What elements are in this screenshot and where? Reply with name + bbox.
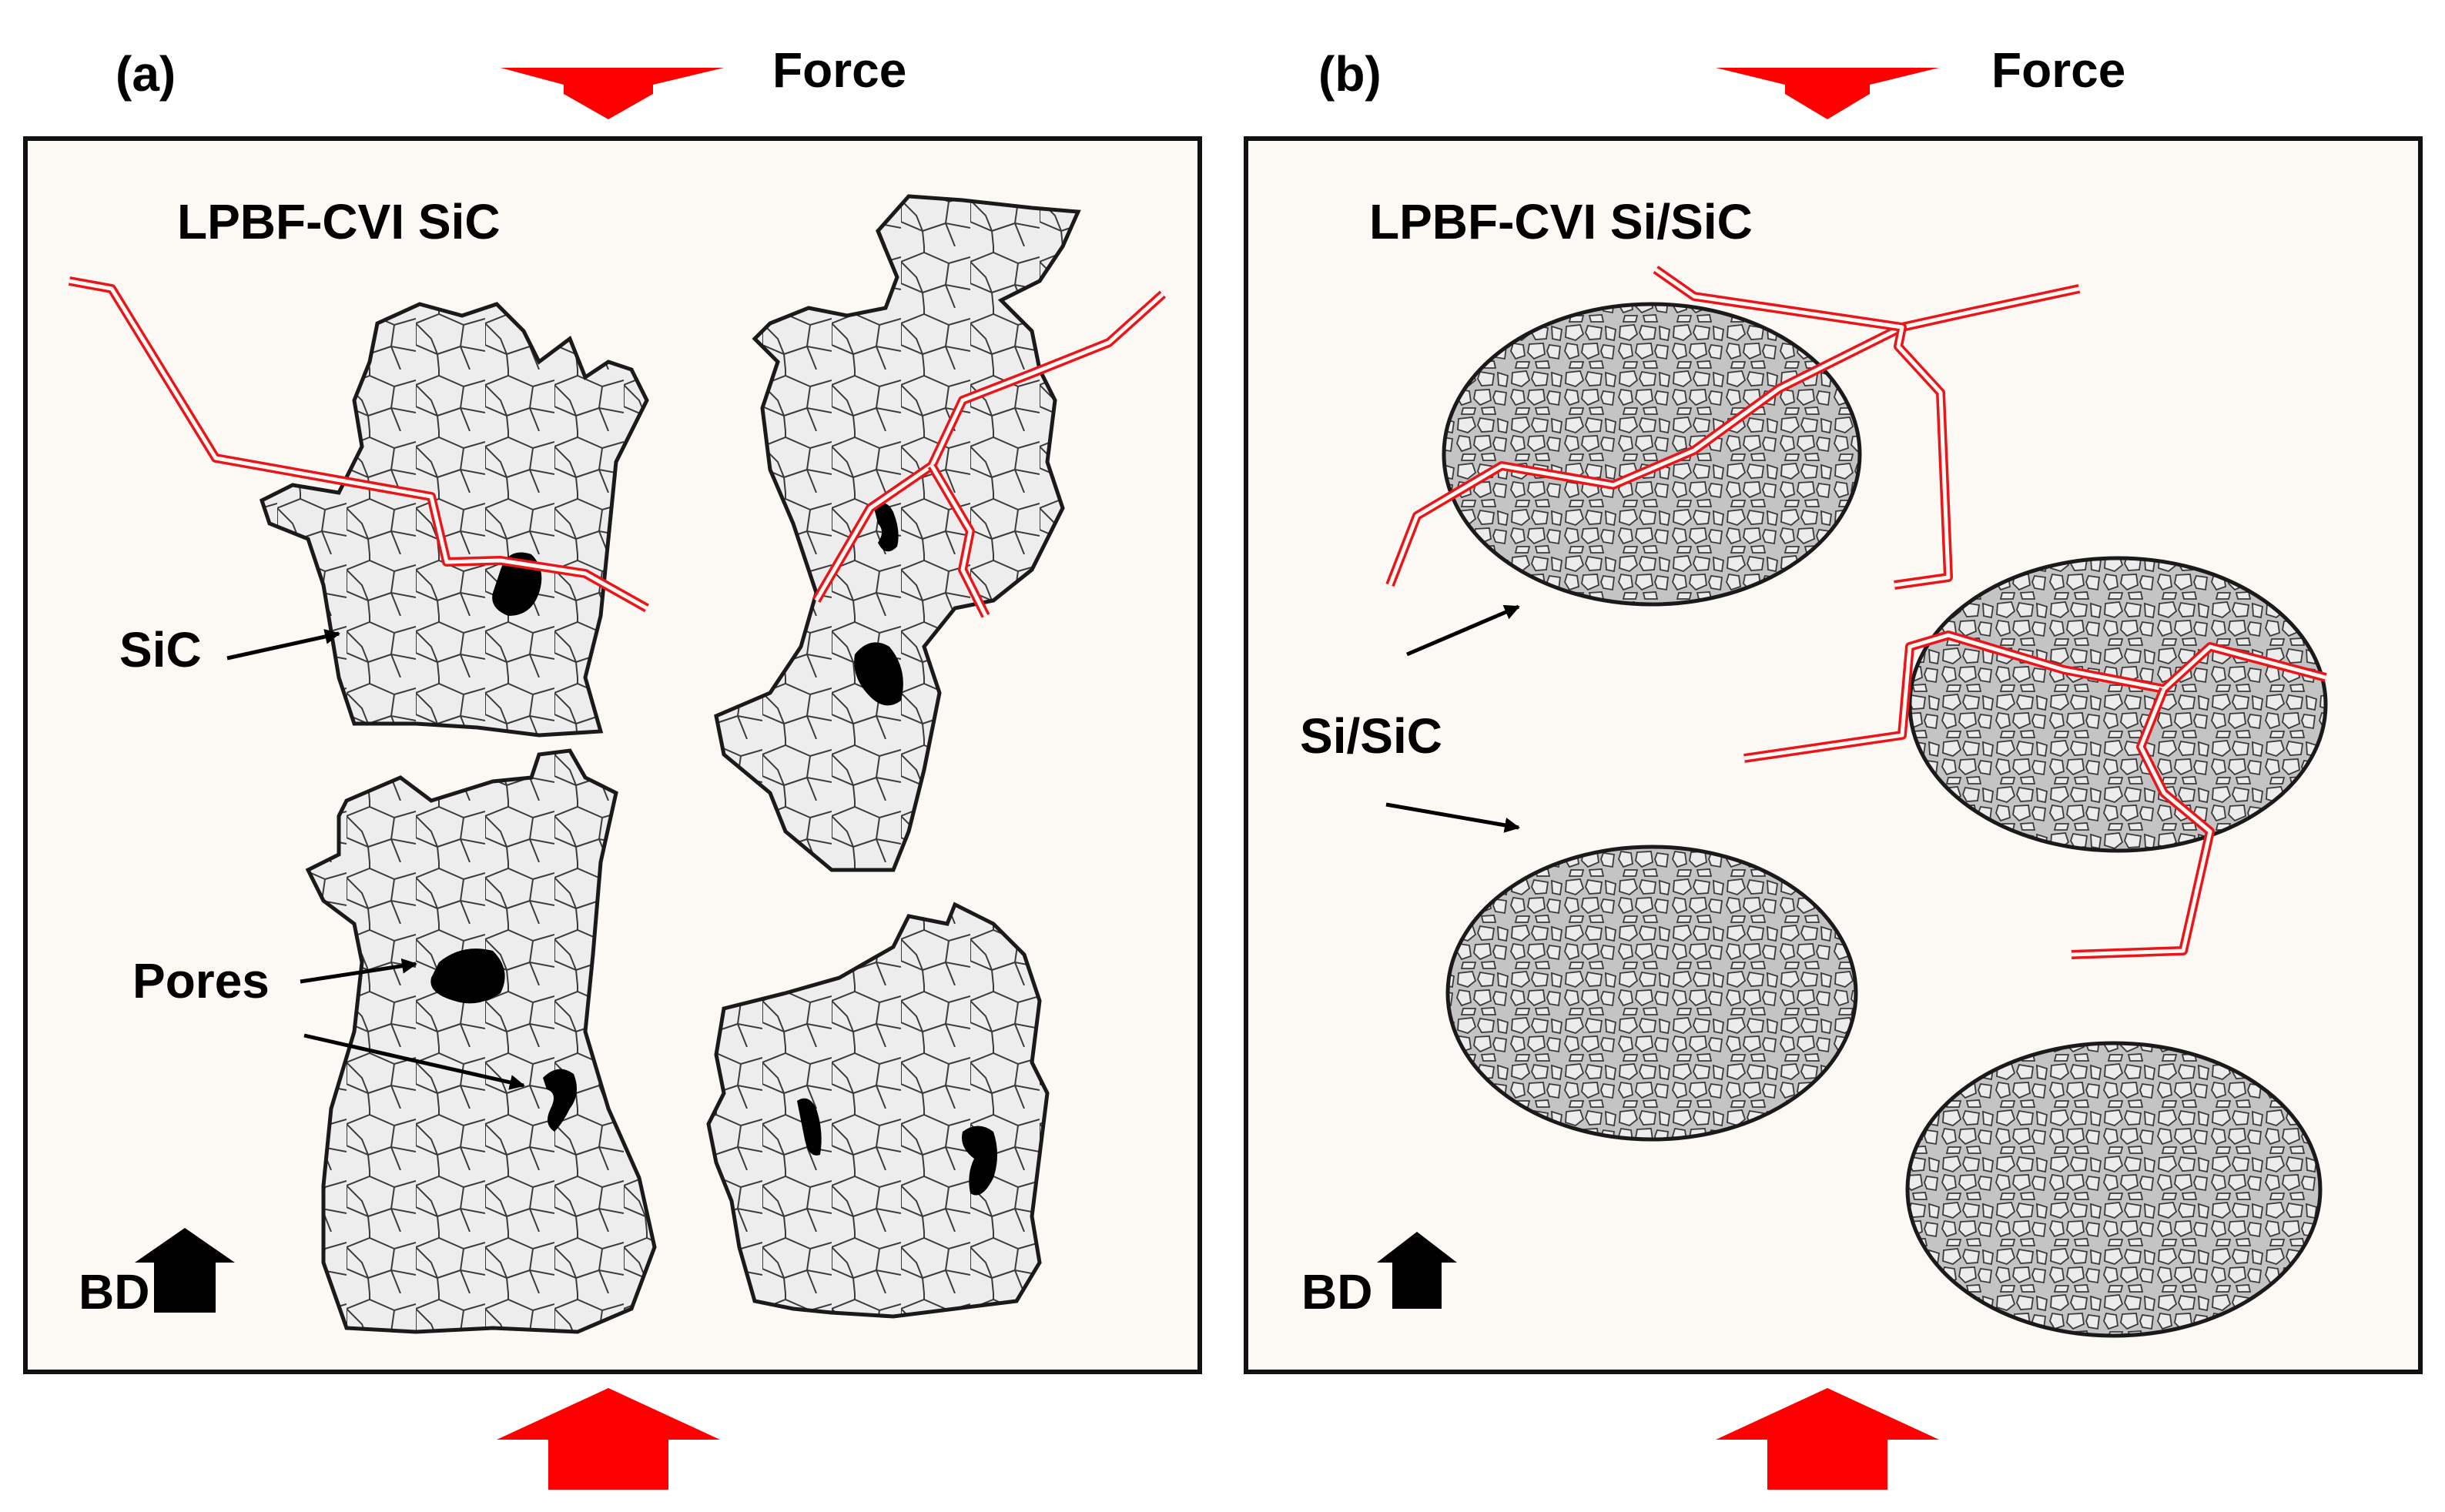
panel-b-tag: (b) bbox=[1318, 46, 1382, 102]
crack bbox=[812, 290, 1167, 604]
si-sic-particle-4 bbox=[1905, 1041, 2323, 1338]
crack bbox=[2071, 687, 2215, 959]
panel-a-force-label: Force bbox=[772, 42, 906, 98]
force-arrow-down-a bbox=[501, 68, 724, 119]
si-sic-particle-1 bbox=[1442, 302, 1862, 607]
crack bbox=[1743, 631, 2327, 763]
panel-a-bd-label: BD bbox=[79, 1264, 149, 1320]
crack bbox=[927, 463, 990, 618]
crack bbox=[1653, 266, 1953, 590]
callout-si-sic-arrow bbox=[1406, 604, 1520, 657]
callout-pores-arrow bbox=[303, 1033, 525, 1090]
panel-b-force-label: Force bbox=[1991, 42, 2125, 98]
callout-si-sic: Si/SiC bbox=[1300, 708, 1442, 764]
force-arrow-up-b bbox=[1716, 1388, 1939, 1490]
pore bbox=[962, 1126, 997, 1196]
crack bbox=[68, 276, 649, 613]
pore bbox=[854, 642, 903, 706]
pore bbox=[430, 948, 505, 1004]
panel-a: (a) Force LPBF-CVI SiC bbox=[23, 42, 1202, 1490]
build-direction-arrow-a bbox=[135, 1228, 235, 1313]
force-arrow-down-b bbox=[1716, 68, 1939, 119]
panel-a-tag: (a) bbox=[116, 46, 176, 102]
panel-b-title: LPBF-CVI Si/SiC bbox=[1369, 194, 1753, 249]
callout-sic-arrow bbox=[226, 629, 340, 661]
crack bbox=[1385, 284, 2081, 587]
sic-particle-4 bbox=[706, 902, 1050, 1319]
si-sic-particle-3 bbox=[1445, 845, 1858, 1142]
sic-particle-1 bbox=[259, 302, 649, 738]
pore bbox=[797, 1098, 822, 1156]
panel-a-title: LPBF-CVI SiC bbox=[177, 194, 501, 249]
force-arrow-up-a bbox=[497, 1388, 720, 1490]
build-direction-arrow-b bbox=[1377, 1232, 1457, 1309]
callout-sic: SiC bbox=[119, 622, 202, 677]
callout-pores-arrow bbox=[300, 958, 417, 984]
pore bbox=[874, 503, 899, 552]
callout-si-sic-arrow bbox=[1385, 802, 1520, 833]
panel-b: (b) Force LPBF-CVI Si/SiC bbox=[1244, 42, 2423, 1490]
sic-particle-3 bbox=[305, 748, 657, 1334]
panel-b-bd-label: BD bbox=[1301, 1264, 1372, 1320]
callout-pores: Pores bbox=[132, 953, 270, 1009]
pore bbox=[543, 1069, 577, 1132]
si-sic-particle-2 bbox=[1907, 556, 2328, 853]
